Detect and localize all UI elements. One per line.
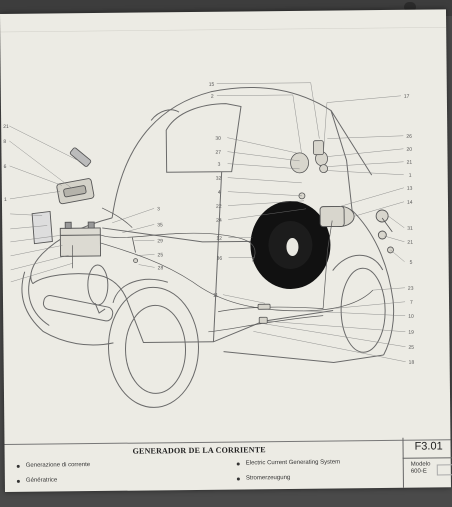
model-label-text: Modelo [411,462,431,468]
callout-number: 8 [3,139,6,145]
caption-text: Génératrice [26,477,57,483]
callout-number: 4 [218,190,221,196]
callout-number: 26 [406,134,412,140]
bullet-icon [237,477,240,480]
catalog-page: 21 8 6 1 3 35 29 25 28 15 2 17 30 27 3 3… [0,9,451,492]
callout-number: 24 [216,218,222,224]
callout-number: 15 [209,82,215,88]
callout-number: 11 [213,293,218,299]
callout-number: 1 [409,173,412,179]
bullet-icon [237,462,240,465]
callout-number: 10 [408,314,414,320]
callout-number: 14 [407,200,413,206]
generator-disc [250,201,331,290]
caption-item: Stromerzeugung [237,475,290,482]
caption-item: Génératrice [17,477,57,483]
callout-number: 36 [217,256,223,262]
model-stamp [437,464,452,475]
callout-number: 21 [3,124,9,130]
model-label: Modelo 600-E [411,462,431,476]
caption-text: Stromerzeugung [246,475,290,481]
callout-number: 6 [4,164,7,170]
callout-number: 23 [408,286,414,292]
callout-number: 1 [4,197,7,203]
callout-labels-center: 3 35 29 25 28 [157,206,163,271]
callout-number: 21 [407,160,413,166]
callout-number: 12 [216,236,222,242]
bullet-icon [17,464,20,467]
callout-number: 32 [216,176,222,182]
callout-number: 25 [158,252,164,258]
caption-item: Generazione di corrente [17,462,90,469]
callout-number: 5 [410,260,413,266]
callout-number: 17 [404,94,410,100]
callout-number: 27 [215,150,221,156]
callout-number: 31 [407,226,413,232]
caption-text: Generazione di corrente [26,462,90,469]
callout-number: 28 [158,265,164,271]
callout-number: 3 [218,162,221,168]
callout-number: 22 [216,204,222,210]
regulator-component [56,147,95,204]
callout-number: 2 [211,94,214,100]
callout-number: 3 [157,206,160,212]
callout-number: 29 [157,238,163,244]
callout-labels-left: 21 8 6 1 [3,124,10,203]
callout-number: 13 [407,186,413,192]
bullet-icon [17,479,20,482]
car-electrical-diagram: 21 8 6 1 3 35 29 25 28 15 2 17 30 27 3 3… [0,9,450,444]
coil-cluster [290,141,328,199]
callout-number: 35 [157,222,163,228]
callout-number: 19 [408,330,414,336]
caption-text: Electric Current Generating System [246,459,340,466]
page-title: GENERADOR DE LA CORRIENTE [133,445,266,455]
callout-number: 20 [406,147,412,153]
model-value: 600-E [411,469,427,475]
caption-item: Electric Current Generating System [237,459,340,466]
callout-number: 25 [408,345,414,351]
callout-number: 21 [407,240,413,246]
callout-number: 7 [410,300,413,306]
callout-number: 30 [215,136,221,142]
figure-code: F3.01 [414,440,442,452]
callout-labels-right: 26 20 21 1 13 14 31 21 5 23 7 10 19 25 1… [406,134,414,366]
battery-component [60,222,100,256]
callout-number: 18 [409,360,415,366]
